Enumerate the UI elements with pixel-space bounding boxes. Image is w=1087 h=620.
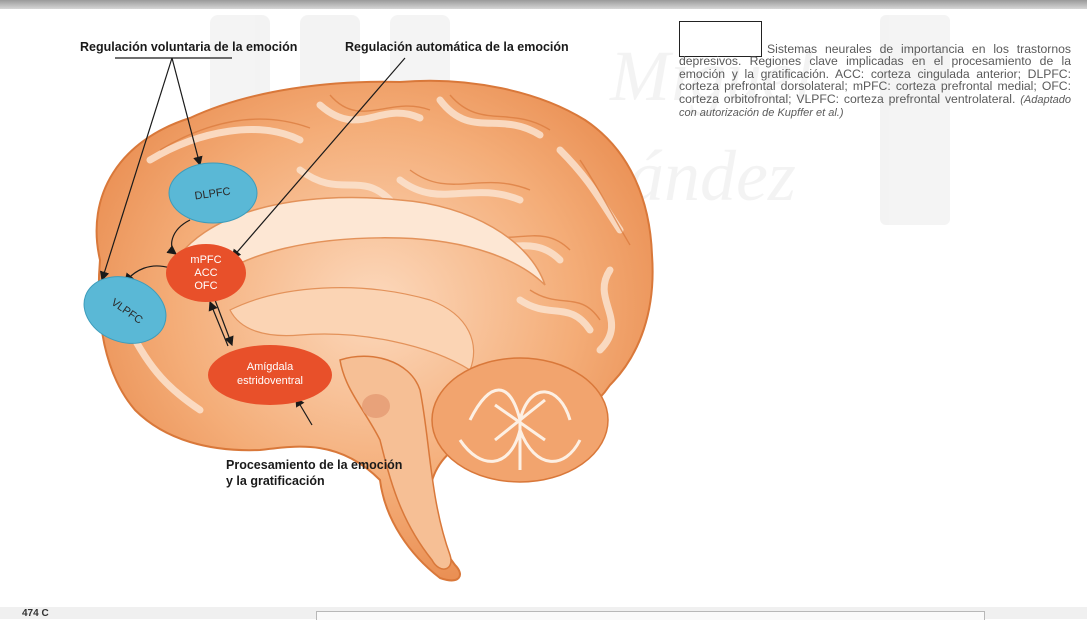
processing-label-line2: y la gratificación	[226, 474, 325, 488]
amygdala-label-2: estridoventral	[237, 375, 303, 387]
figure-caption: Sistemas neurales de importancia en los …	[679, 43, 1071, 119]
processing-label-line1: Procesamiento de la emoción	[226, 458, 402, 472]
automatic-regulation-label: Regulación automática de la emoción	[345, 40, 569, 54]
acc-label: ACC	[194, 267, 217, 279]
amygdala-label: Amígdala	[247, 361, 294, 373]
cerebellum	[432, 358, 608, 482]
mpfc-label: mPFC	[190, 254, 221, 266]
voluntary-regulation-label: Regulación voluntaria de la emoción	[80, 40, 297, 54]
pons-spot	[362, 394, 390, 418]
ofc-label: OFC	[194, 280, 217, 292]
page-number: 474 C	[22, 608, 49, 619]
caption-text: Sistemas neurales de importancia en los …	[679, 42, 1071, 106]
